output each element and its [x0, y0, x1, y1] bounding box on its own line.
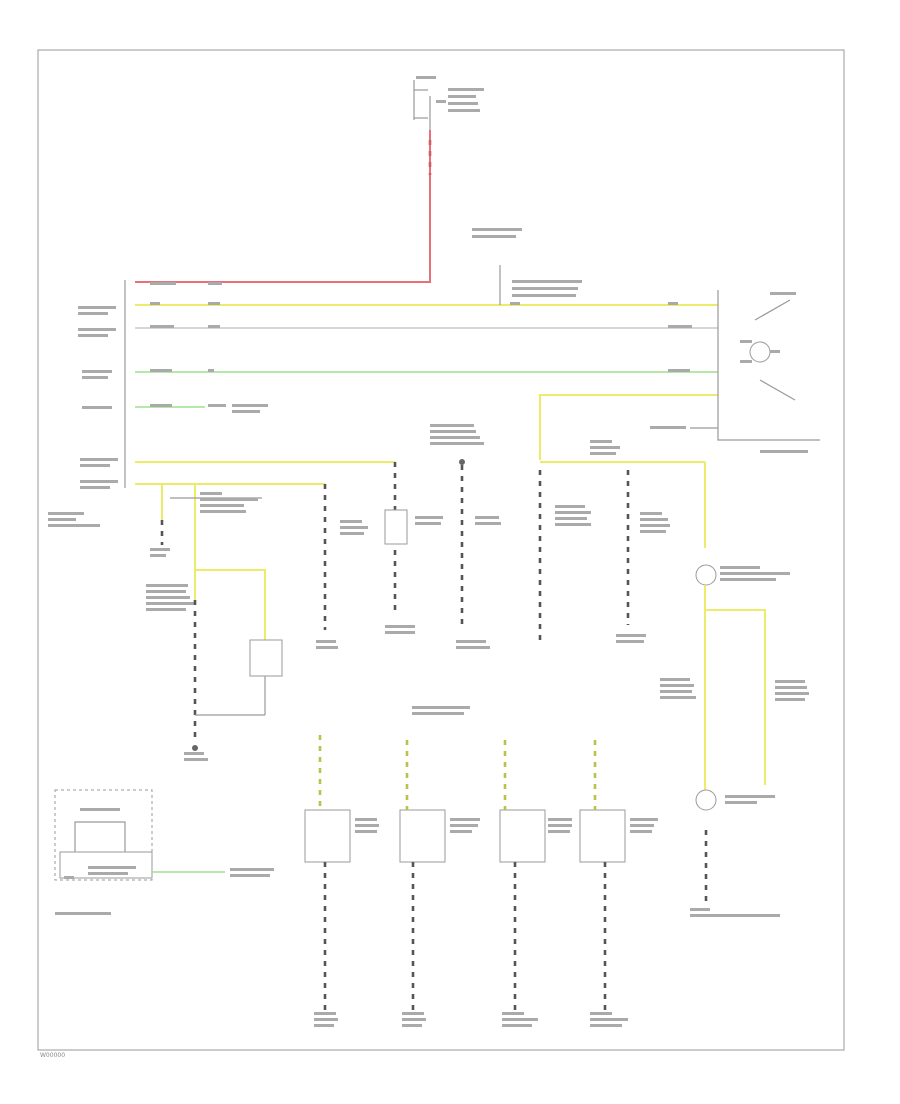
sensor-box [249, 639, 283, 677]
right-switch-box [717, 290, 820, 441]
right-switch-blade [754, 299, 791, 321]
switch-box-3 [499, 809, 546, 863]
ground-point-1 [192, 745, 198, 751]
switch-box-4 [579, 809, 626, 863]
left-module-pin-labels [48, 306, 118, 527]
bottom-switch-row [304, 735, 626, 1010]
right-switch-labels [590, 292, 808, 455]
fuse-block-label-marks [416, 76, 484, 112]
right-component-labels [660, 566, 809, 917]
wire-label-marks [150, 228, 692, 413]
cluster-labels [55, 808, 274, 915]
center-labels [184, 424, 670, 761]
footer-code: W00000 [40, 1052, 66, 1059]
red-feed-wire [135, 130, 431, 283]
yellow-wire-steering [705, 609, 766, 785]
bottom-row-labels [314, 706, 658, 1027]
steering-switch-top [695, 564, 717, 586]
left-splice-labels [146, 492, 258, 611]
diagram-frame [37, 49, 845, 1051]
splice-dot-center [459, 459, 465, 465]
steering-switch-bottom [695, 789, 717, 811]
yellow-wire-sensor [195, 569, 266, 640]
right-switch-lever [759, 379, 796, 401]
switch-box-center [384, 509, 408, 545]
right-switch-contact [749, 341, 771, 363]
yellow-wire-switch-feed [539, 394, 718, 460]
cluster-internal-lead [74, 821, 126, 852]
switch-box-2 [399, 809, 446, 863]
switch-box-1 [304, 809, 351, 863]
